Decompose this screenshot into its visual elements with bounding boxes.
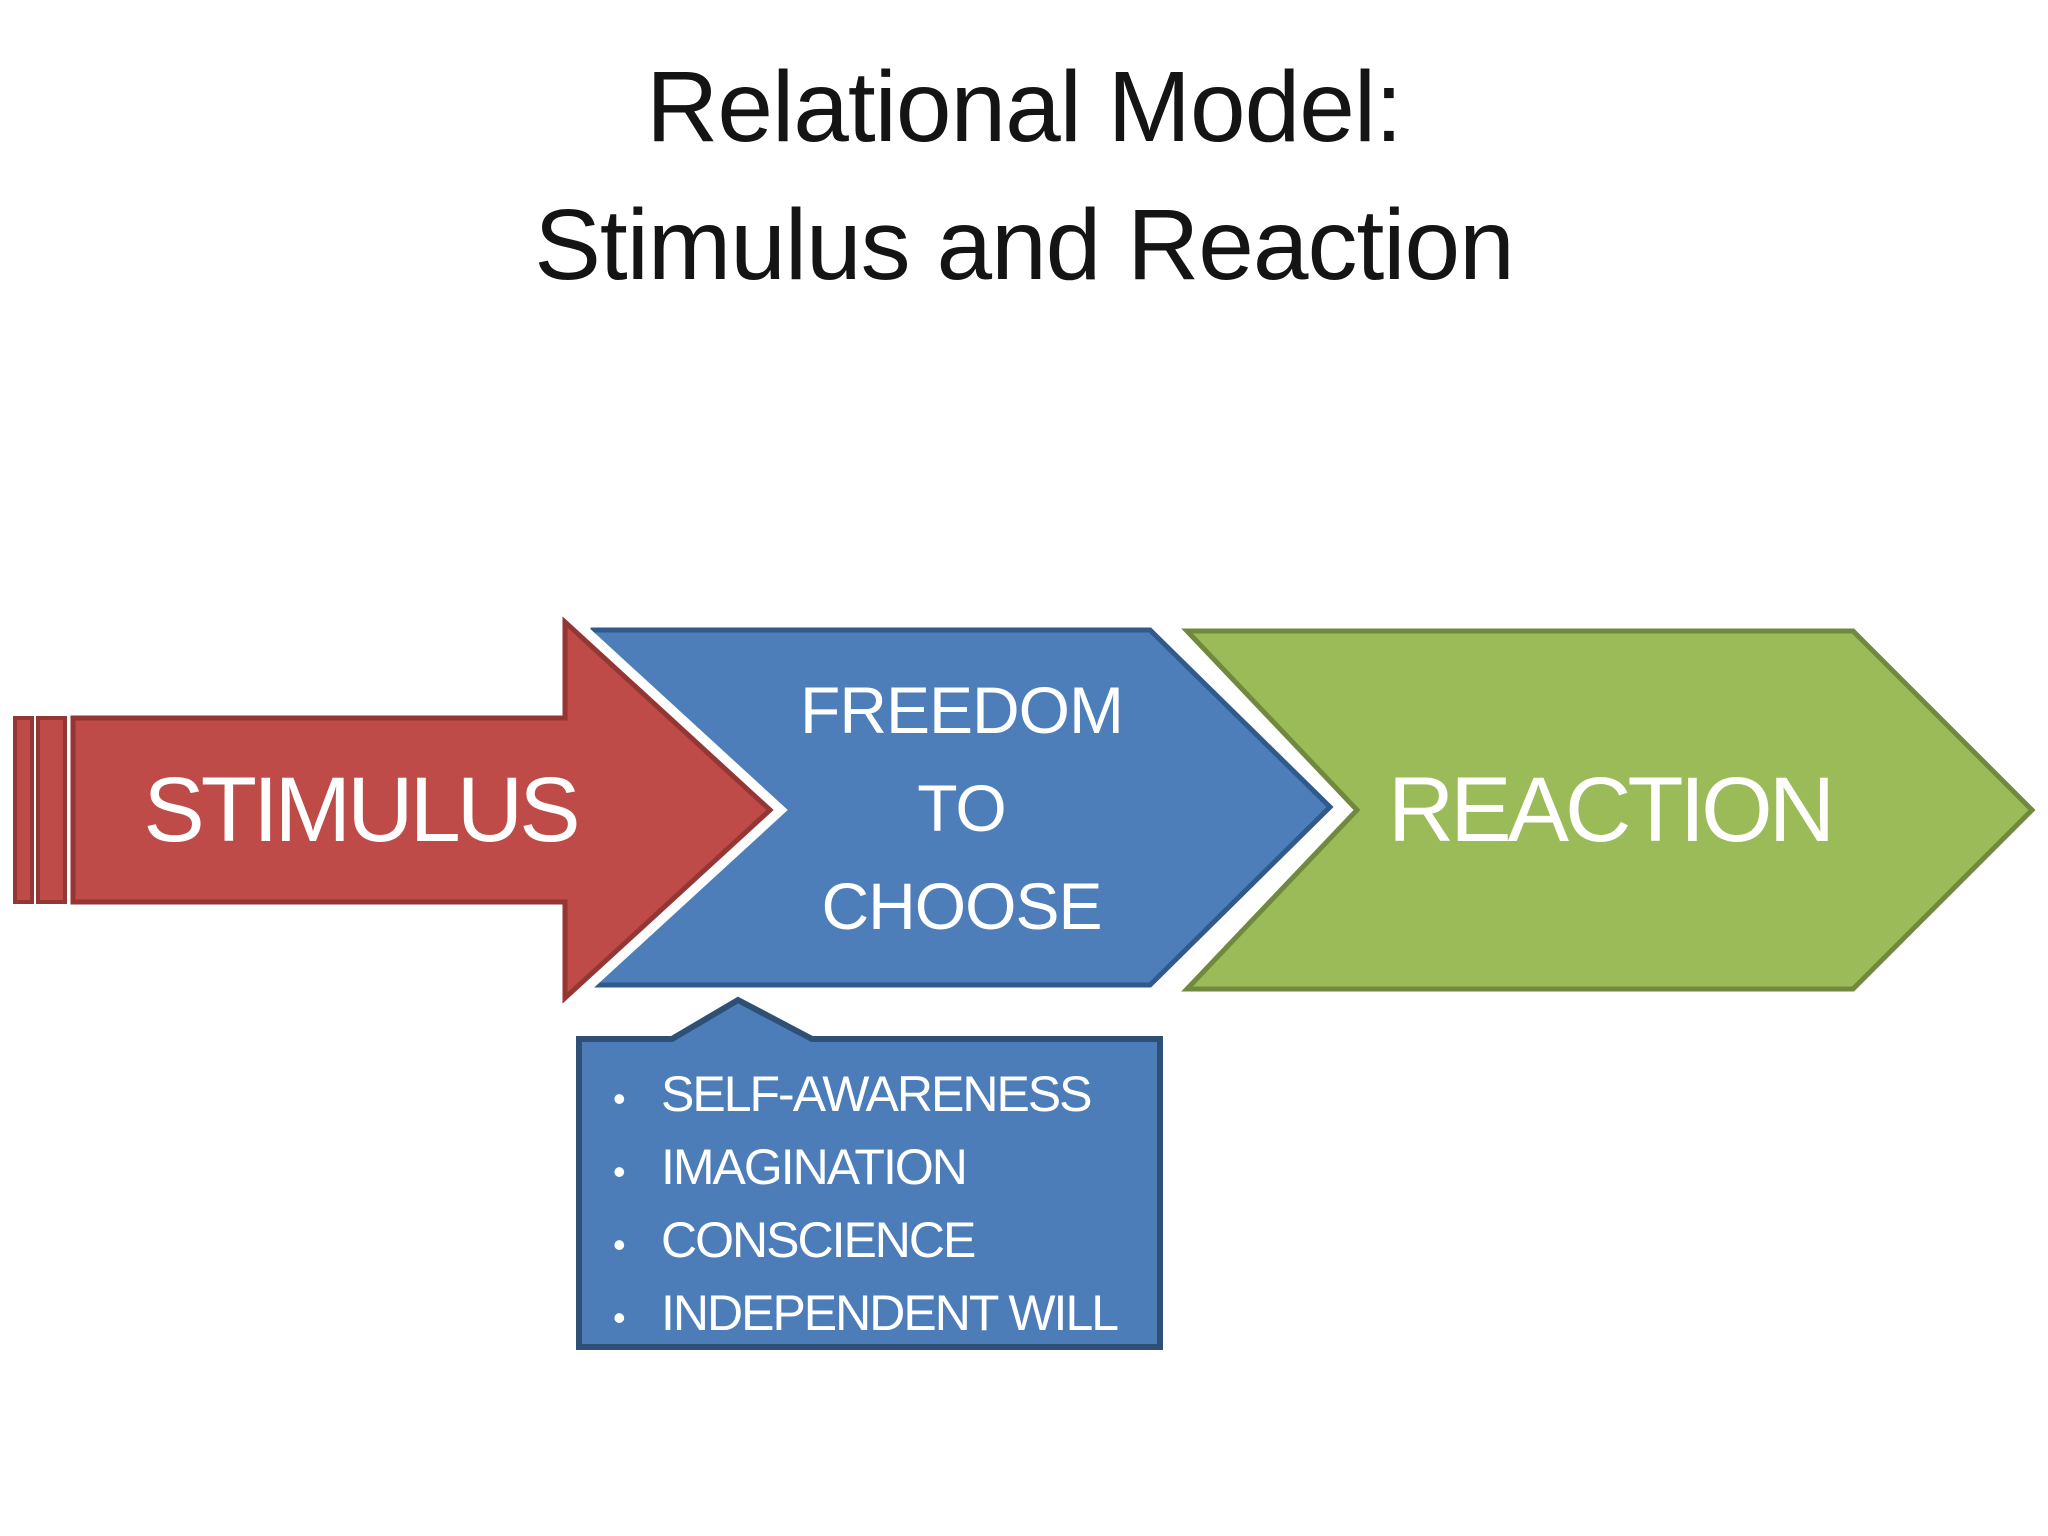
callout-item-text: IMAGINATION <box>661 1139 968 1195</box>
list-item: • INDEPENDENT WILL <box>579 1279 1160 1352</box>
stimulus-stripe-1 <box>13 716 34 904</box>
list-item: • CONSCIENCE <box>579 1206 1160 1279</box>
slide-title: Relational Model: Stimulus and Reaction <box>0 38 2048 314</box>
bullet-icon: • <box>613 1224 626 1265</box>
list-item: • SELF-AWARENESS <box>579 1060 1160 1133</box>
list-item: • IMAGINATION <box>579 1133 1160 1206</box>
stimulus-stripe-2 <box>36 716 67 904</box>
callout-box-shape <box>576 996 1163 1350</box>
slide-title-line2: Stimulus and Reaction <box>534 189 1515 301</box>
callout-bullet-list: • SELF-AWARENESS • IMAGINATION • CONSCIE… <box>579 1039 1160 1347</box>
bullet-icon: • <box>613 1297 626 1338</box>
callout-item-text: INDEPENDENT WILL <box>661 1285 1119 1341</box>
stimulus-arrow-shape <box>70 616 774 1004</box>
callout-items: • SELF-AWARENESS • IMAGINATION • CONSCIE… <box>579 1060 1160 1352</box>
reaction-arrow-shape <box>1181 628 2036 992</box>
slide-title-line1: Relational Model: <box>646 51 1403 163</box>
callout-item-text: SELF-AWARENESS <box>661 1066 1092 1122</box>
bullet-icon: • <box>613 1078 626 1119</box>
callout-item-text: CONSCIENCE <box>661 1212 976 1268</box>
bullet-icon: • <box>613 1151 626 1192</box>
